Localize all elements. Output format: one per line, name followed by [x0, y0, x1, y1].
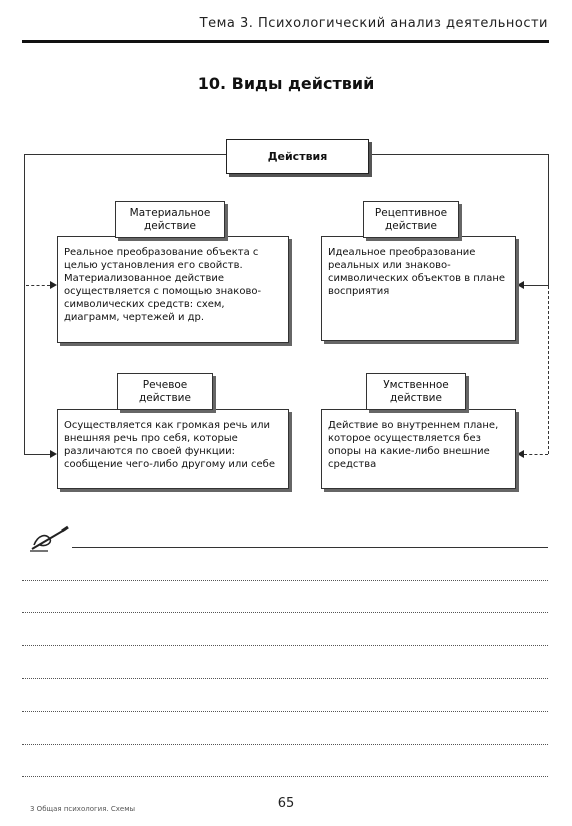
connector-right-vertical [548, 154, 549, 286]
arrow-to-material [50, 281, 57, 289]
node-label-material: Материальное действие [115, 201, 225, 238]
node-desc-receptive: Идеальное преобразование реальных или зн… [321, 236, 516, 341]
header-rule [22, 40, 549, 43]
page-header: Тема 3. Психологический анализ деятельно… [199, 16, 548, 31]
write-line[interactable] [22, 678, 548, 679]
write-line[interactable] [22, 645, 548, 646]
arrow-to-speech [50, 450, 57, 458]
root-node: Действия [226, 139, 369, 174]
connector-right-to-mental [524, 454, 548, 455]
node-label-mental: Умственное действие [366, 373, 466, 410]
write-line[interactable] [22, 580, 548, 581]
node-label-speech: Речевое действие [117, 373, 213, 410]
connector-left-to-material [26, 285, 50, 286]
page-title: 10. Виды действий [197, 74, 375, 93]
write-line[interactable] [22, 711, 548, 712]
connector-left-to-speech [24, 454, 50, 455]
write-line-first[interactable] [72, 547, 548, 548]
connector-right-dashed [548, 286, 549, 454]
node-desc-material: Реальное преобразование объекта с целью … [57, 236, 289, 343]
write-line[interactable] [22, 776, 548, 777]
write-line[interactable] [22, 744, 548, 745]
write-line[interactable] [22, 612, 548, 613]
footer-source: 3 Общая психология. Схемы [30, 805, 136, 813]
connector-left-vertical [24, 154, 25, 455]
connector-right-to-receptive [524, 285, 548, 286]
pen-writing-icon [30, 525, 69, 552]
arrow-to-mental [517, 450, 524, 458]
page-number: 65 [277, 796, 295, 811]
node-desc-speech: Осуществляется как громкая речь или внеш… [57, 409, 289, 489]
node-label-receptive: Рецептивное действие [363, 201, 459, 238]
connector-left-top [24, 154, 226, 155]
arrow-to-receptive [517, 281, 524, 289]
node-desc-mental: Действие во внутреннем плане, которое ос… [321, 409, 516, 489]
connector-right-top [369, 154, 549, 155]
